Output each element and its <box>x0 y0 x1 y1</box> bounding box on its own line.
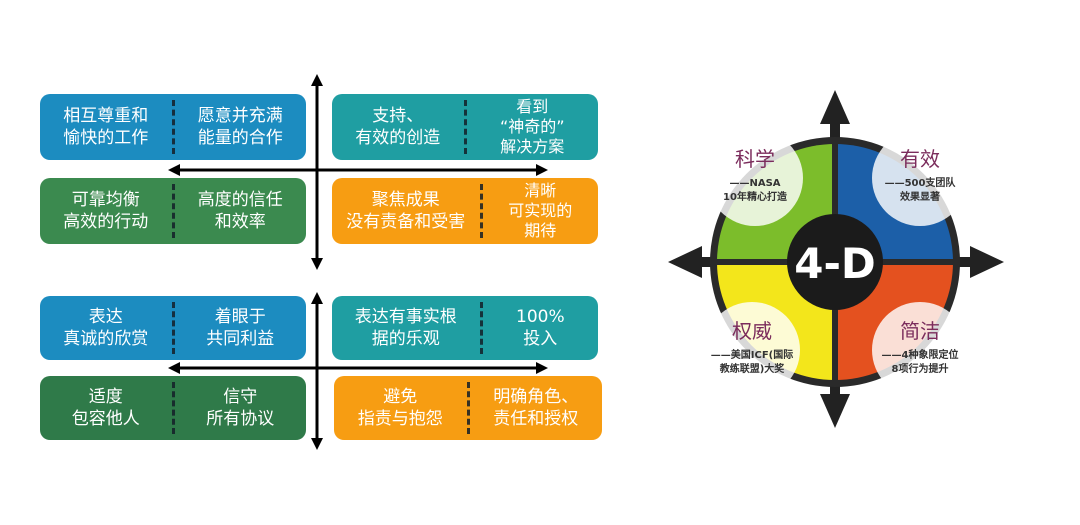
dashed-divider <box>171 302 175 354</box>
bottom-grid-box-top-right: 表达有事实根 据的乐观 100% 投入 <box>332 296 598 360</box>
box-right-text: 信守 所有协议 <box>206 387 275 429</box>
top-grid-left-arrow <box>168 164 180 176</box>
box-left-text: 支持、 有效的创造 <box>355 106 441 148</box>
bubble-top-right <box>872 130 968 226</box>
bottom-grid-down-arrow <box>311 438 323 450</box>
box-right-text: 高度的信任 和效率 <box>197 190 283 232</box>
top-grid-up-arrow <box>311 74 323 86</box>
dashed-divider <box>171 184 175 238</box>
dashed-divider <box>171 100 175 154</box>
box-left-text: 表达有事实根 据的乐观 <box>354 307 457 349</box>
bubble-line1-bottom-right: ——4种象限定位 <box>882 348 959 361</box>
bubble-title-bottom-left: 权威 <box>732 319 772 343</box>
box-right-text: 清晰 可实现的 期待 <box>508 181 573 240</box>
box-left-text: 避免 指责与抱怨 <box>357 387 443 429</box>
arrow-down-icon <box>820 394 850 428</box>
bubble-bottom-right <box>872 302 968 398</box>
bubble-line2-bottom-left: 教练联盟)大奖 <box>719 362 786 375</box>
top-grid-down-arrow <box>311 258 323 270</box>
box-right-text: 100% 投入 <box>516 307 565 349</box>
top-grid-right-arrow <box>536 164 548 176</box>
bubble-title-bottom-right: 简洁 <box>900 319 940 343</box>
top-grid-box-bottom-left: 可靠均衡 高效的行动 高度的信任 和效率 <box>40 178 306 244</box>
bottom-grid-left-arrow <box>168 362 180 374</box>
wheel-center-label: 4-D <box>794 239 876 288</box>
bubble-bottom-left <box>704 302 800 398</box>
bubble-title-top-right: 有效 <box>900 147 940 171</box>
top-grid-box-top-right: 支持、 有效的创造 看到 “神奇的” 解决方案 <box>332 94 598 160</box>
bubble-line1-top-left: ——NASA <box>729 178 780 189</box>
box-left-text: 聚焦成果 没有责备和受害 <box>346 190 466 232</box>
bottom-grid-box-bottom-left: 适度 包容他人 信守 所有协议 <box>40 376 306 440</box>
dashed-divider <box>479 302 483 354</box>
bubble-line2-top-left: 10年精心打造 <box>723 190 788 203</box>
bottom-grid-box-bottom-right: 避免 指责与抱怨 明确角色、 责任和授权 <box>334 376 602 440</box>
bubble-line1-bottom-left: ——美国ICF(国际 <box>711 348 793 361</box>
bubble-line2-top-right: 效果显著 <box>900 190 940 203</box>
box-left-text: 可靠均衡 高效的行动 <box>63 190 149 232</box>
top-grid-box-bottom-right: 聚焦成果 没有责备和受害 清晰 可实现的 期待 <box>332 178 598 244</box>
box-left-text: 表达 真诚的欣赏 <box>63 307 149 349</box>
dashed-divider <box>466 382 470 434</box>
wheel-center-hub <box>787 214 883 310</box>
bubble-top-left <box>707 130 803 226</box>
dashed-divider <box>463 100 467 154</box>
arrow-left-icon <box>668 246 702 278</box>
arrow-right-icon <box>970 246 1004 278</box>
dashed-divider <box>171 382 175 434</box>
box-right-text: 明确角色、 责任和授权 <box>493 387 579 429</box>
box-left-text: 适度 包容他人 <box>71 387 140 429</box>
box-right-text: 看到 “神奇的” 解决方案 <box>499 97 565 156</box>
top-grid-box-top-left: 相互尊重和 愉快的工作 愿意并充满 能量的合作 <box>40 94 306 160</box>
dashed-divider <box>479 184 483 238</box>
bottom-grid-right-arrow <box>536 362 548 374</box>
arrow-up-icon <box>820 90 850 124</box>
bottom-grid-box-top-left: 表达 真诚的欣赏 着眼于 共同利益 <box>40 296 306 360</box>
bubble-line2-bottom-right: 8项行为提升 <box>892 362 949 375</box>
bubble-title-top-left: 科学 <box>735 147 775 171</box>
box-right-text: 愿意并充满 能量的合作 <box>197 106 283 148</box>
bubble-line1-top-right: ——500支团队 <box>885 176 957 189</box>
box-right-text: 着眼于 共同利益 <box>206 307 275 349</box>
box-left-text: 相互尊重和 愉快的工作 <box>63 106 149 148</box>
